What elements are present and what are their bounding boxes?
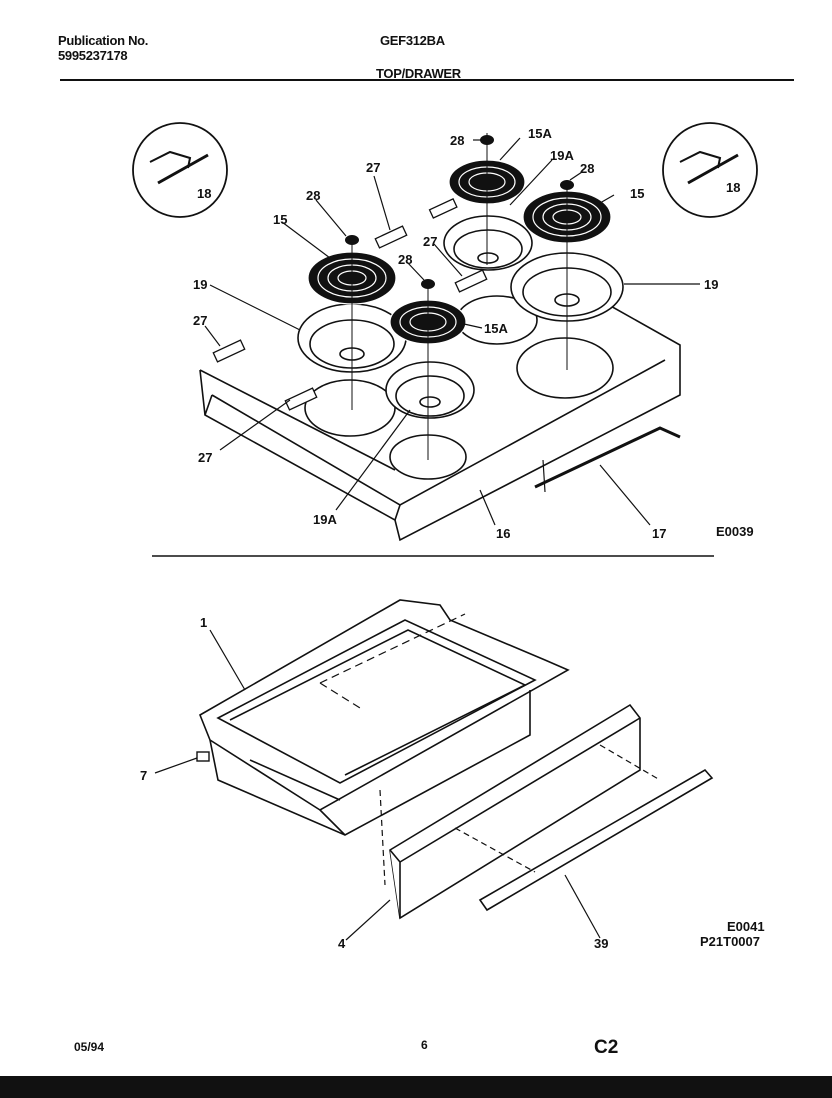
scan-border <box>0 1076 832 1098</box>
drawer-leaders <box>154 629 661 941</box>
model-number: GEF312BA <box>380 33 445 48</box>
callout-18-right: 18 <box>726 180 740 195</box>
drawer-body <box>198 599 570 836</box>
callout-15A-b: 15A <box>484 321 508 336</box>
callout-19A-a: 19A <box>550 148 574 163</box>
callout-17: 17 <box>652 526 666 541</box>
callout-19-a: 19 <box>193 277 207 292</box>
header-rule <box>60 79 794 81</box>
leader-lines <box>204 137 700 526</box>
publication-number: 5995237178 <box>58 48 128 63</box>
section-title: TOP/DRAWER <box>376 66 461 81</box>
drawer-trim-39 <box>478 768 714 912</box>
top-diagram-code: E0039 <box>716 524 754 539</box>
callout-27-c: 27 <box>193 313 207 328</box>
callout-18-left: 18 <box>197 186 211 201</box>
callout-28-c: 28 <box>306 188 320 203</box>
top-callouts: 18 18 28 15A 19A 28 27 28 15 15 27 28 19… <box>193 126 740 541</box>
callout-19-b: 19 <box>704 277 718 292</box>
footer-code: C2 <box>594 1037 619 1058</box>
callout-15-a: 15 <box>630 186 644 201</box>
terminal-blocks <box>212 198 488 411</box>
callout-19A-b: 19A <box>313 512 337 527</box>
drawer-hidden-lines <box>319 613 466 709</box>
publication-label: Publication No. <box>58 33 149 48</box>
detail-circle-right <box>662 122 758 218</box>
cooktop-panel <box>199 299 681 542</box>
drawer-clip-7 <box>196 751 210 762</box>
bottom-callouts: 1 7 4 39 <box>140 615 608 951</box>
bottom-diagram-code: E0041 <box>727 919 765 934</box>
detail-circle-left <box>132 122 228 218</box>
callout-15-b: 15 <box>273 212 287 227</box>
callout-7: 7 <box>140 768 147 783</box>
trim-17 <box>534 426 681 493</box>
callout-15A-a: 15A <box>528 126 552 141</box>
footer-page: 6 <box>421 1038 428 1052</box>
callout-39: 39 <box>594 936 608 951</box>
footer-date: 05/94 <box>74 1040 105 1054</box>
callout-28-b: 28 <box>580 161 594 176</box>
callout-4: 4 <box>338 936 346 951</box>
callout-27-d: 27 <box>198 450 212 465</box>
drawer-front <box>389 703 641 920</box>
callout-27-b: 27 <box>423 234 437 249</box>
callout-27-a: 27 <box>366 160 380 175</box>
bottom-diagram-code2: P21T0007 <box>700 934 760 949</box>
callout-28-d: 28 <box>398 252 412 267</box>
center-lines <box>351 133 568 460</box>
callout-1: 1 <box>200 615 207 630</box>
callout-16: 16 <box>496 526 510 541</box>
callout-28-a: 28 <box>450 133 464 148</box>
caps-28 <box>345 135 574 289</box>
